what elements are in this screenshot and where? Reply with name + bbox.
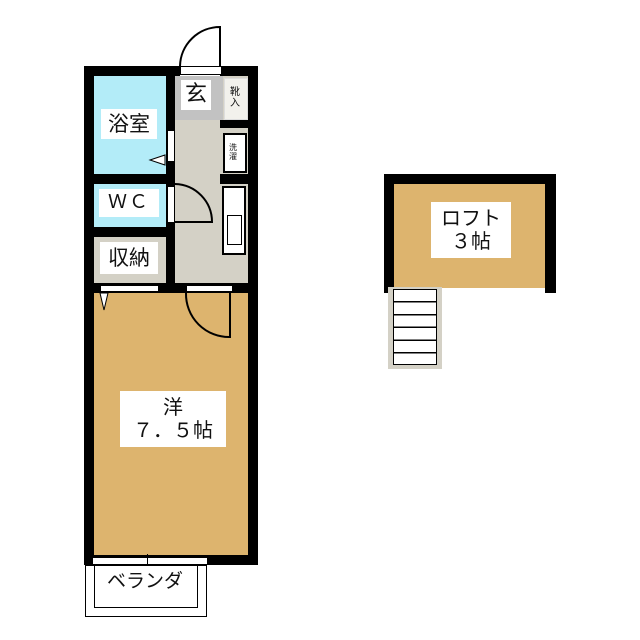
wall-shoebox-bottom (220, 120, 258, 128)
storage-label: 収納 (100, 242, 158, 274)
veranda-window-divider (147, 554, 148, 566)
wall-wc-storage (84, 227, 175, 237)
shoe-box-label: 靴 入 (228, 82, 242, 114)
bathroom-door-opening[interactable] (167, 130, 175, 162)
veranda-window[interactable] (92, 557, 208, 565)
western-room-label: 洋 ７．５帖 (120, 391, 226, 447)
wall-bath-wc (84, 174, 175, 184)
shoe-box-label-line2: 入 (230, 98, 240, 109)
shoe-box-label-line1: 靴 (230, 86, 240, 98)
loft-label-line1: ロフト (441, 206, 501, 230)
shoe-box (224, 78, 248, 120)
washer-label-line1: 洗 (229, 142, 237, 152)
western-room-label-line1: 洋 (163, 395, 183, 419)
wc-door-opening[interactable] (167, 186, 175, 223)
veranda-inner (94, 565, 198, 608)
loft-stairs (388, 287, 442, 369)
loft-label-line2: ３帖 (451, 229, 491, 253)
wc-label: ＷＣ (99, 189, 159, 217)
western-room-label-line2: ７．５帖 (133, 418, 213, 442)
storage-door-opening[interactable] (100, 285, 159, 292)
kitchen-sink (227, 215, 242, 245)
outer-wall-top-right (220, 66, 258, 76)
veranda-label: ベランダ (106, 570, 183, 593)
entrance-door-opening[interactable] (180, 66, 222, 75)
outer-wall-top-left (84, 66, 180, 76)
outer-wall-right (248, 66, 258, 565)
veranda (85, 565, 207, 617)
stair-steps (393, 289, 437, 365)
loft-wall-top (384, 174, 556, 184)
washer-label-line2: 濯 (229, 152, 237, 161)
bathroom-label: 浴室 (101, 109, 157, 139)
wall-washer-bottom (220, 174, 258, 184)
loft-label: ロフト ３帖 (431, 202, 511, 258)
wall-storage-room (84, 283, 258, 293)
loft-wall-left (384, 174, 394, 293)
washer-label: 洗 濯 (227, 140, 239, 164)
outer-wall-left (84, 66, 94, 565)
entrance-label: 玄 (181, 80, 211, 110)
room-door-opening[interactable] (186, 285, 233, 292)
loft-wall-right (545, 174, 556, 293)
